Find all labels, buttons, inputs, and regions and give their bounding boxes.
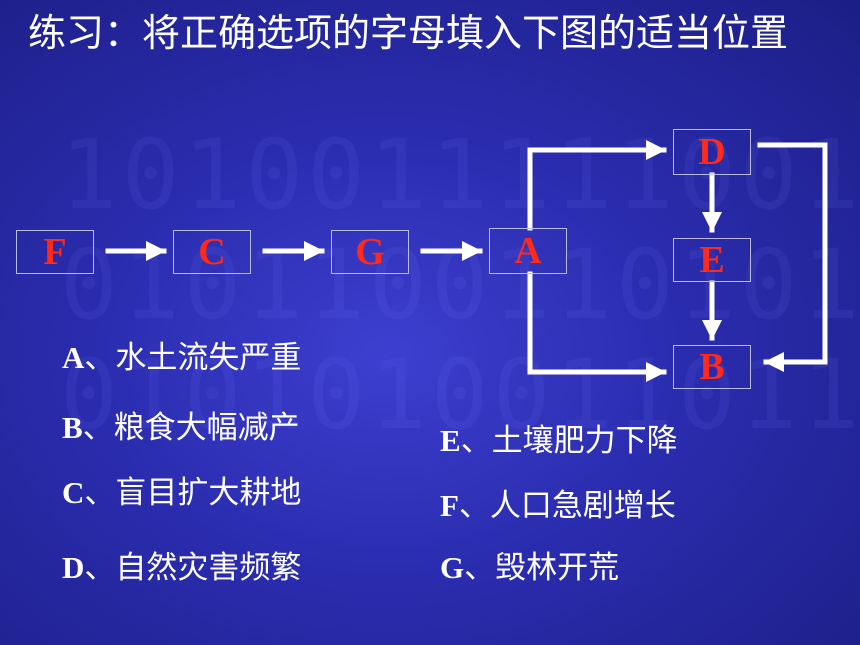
box-7: B bbox=[673, 345, 751, 389]
box-1: F bbox=[16, 230, 94, 274]
option-d: D、自然灾害频繁 bbox=[62, 550, 302, 586]
option-f: F、人口急剧增长 bbox=[440, 488, 676, 524]
box-5: D bbox=[673, 129, 751, 175]
option-g: G、毁林开荒 bbox=[440, 550, 620, 586]
arrow-d-to-b bbox=[757, 142, 828, 372]
arrow-a-to-d bbox=[527, 140, 667, 231]
option-c: C、盲目扩大耕地 bbox=[62, 475, 302, 511]
option-e: E、土壤肥力下降 bbox=[440, 423, 678, 459]
option-b: B、粮食大幅减产 bbox=[62, 410, 300, 446]
box-4: A bbox=[489, 228, 567, 274]
box-6: E bbox=[673, 238, 751, 282]
box-3: G bbox=[331, 230, 409, 274]
box-2: C bbox=[173, 230, 251, 274]
page-title: 练习：将正确选项的字母填入下图的适当位置 bbox=[28, 11, 789, 55]
arrow-a-to-b bbox=[527, 271, 667, 382]
option-a: A、水土流失严重 bbox=[62, 340, 302, 376]
